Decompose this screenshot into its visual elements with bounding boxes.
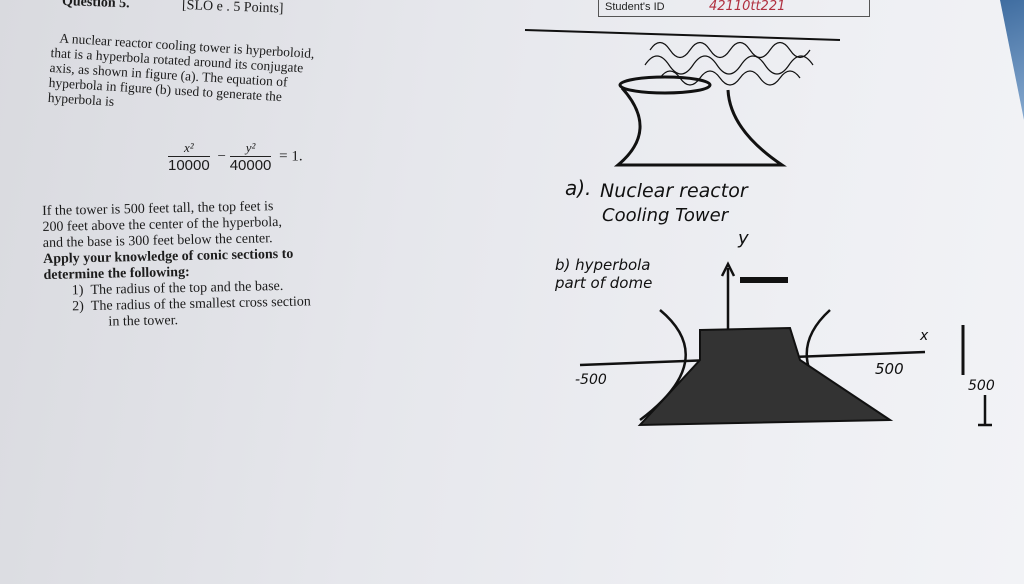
student-id-value: 42110tt221 — [709, 0, 786, 14]
y-axis-label: y — [738, 228, 749, 249]
fig-b-caption: part of dome — [555, 274, 653, 292]
student-id-box: Student's ID 42110tt221 — [598, 0, 870, 17]
height-500-label: 500 — [968, 378, 995, 394]
hyperbola-graph — [579, 261, 992, 427]
fig-a-label: a). — [565, 176, 592, 200]
denominator-1: 10000 — [168, 157, 210, 174]
equation-rhs: = 1. — [279, 148, 303, 165]
student-id-label: Student's ID — [605, 1, 665, 13]
x-axis-label: x — [920, 328, 929, 344]
shaded-tower — [637, 326, 894, 427]
numerator-x: x² — [168, 140, 210, 157]
fig-b-label: b) hyperbola — [555, 256, 651, 274]
smoke-scribble — [644, 41, 814, 86]
denominator-2: 40000 — [229, 157, 272, 174]
cooling-tower-sketch — [524, 29, 841, 167]
numerator-y: y² — [229, 140, 272, 157]
fig-a-caption: Nuclear reactor — [600, 180, 748, 202]
pos-500-label: 500 — [875, 360, 904, 378]
minus-sign: − — [217, 148, 226, 165]
fig-a-caption: Cooling Tower — [602, 205, 729, 226]
neg-500-label: -500 — [575, 372, 607, 388]
